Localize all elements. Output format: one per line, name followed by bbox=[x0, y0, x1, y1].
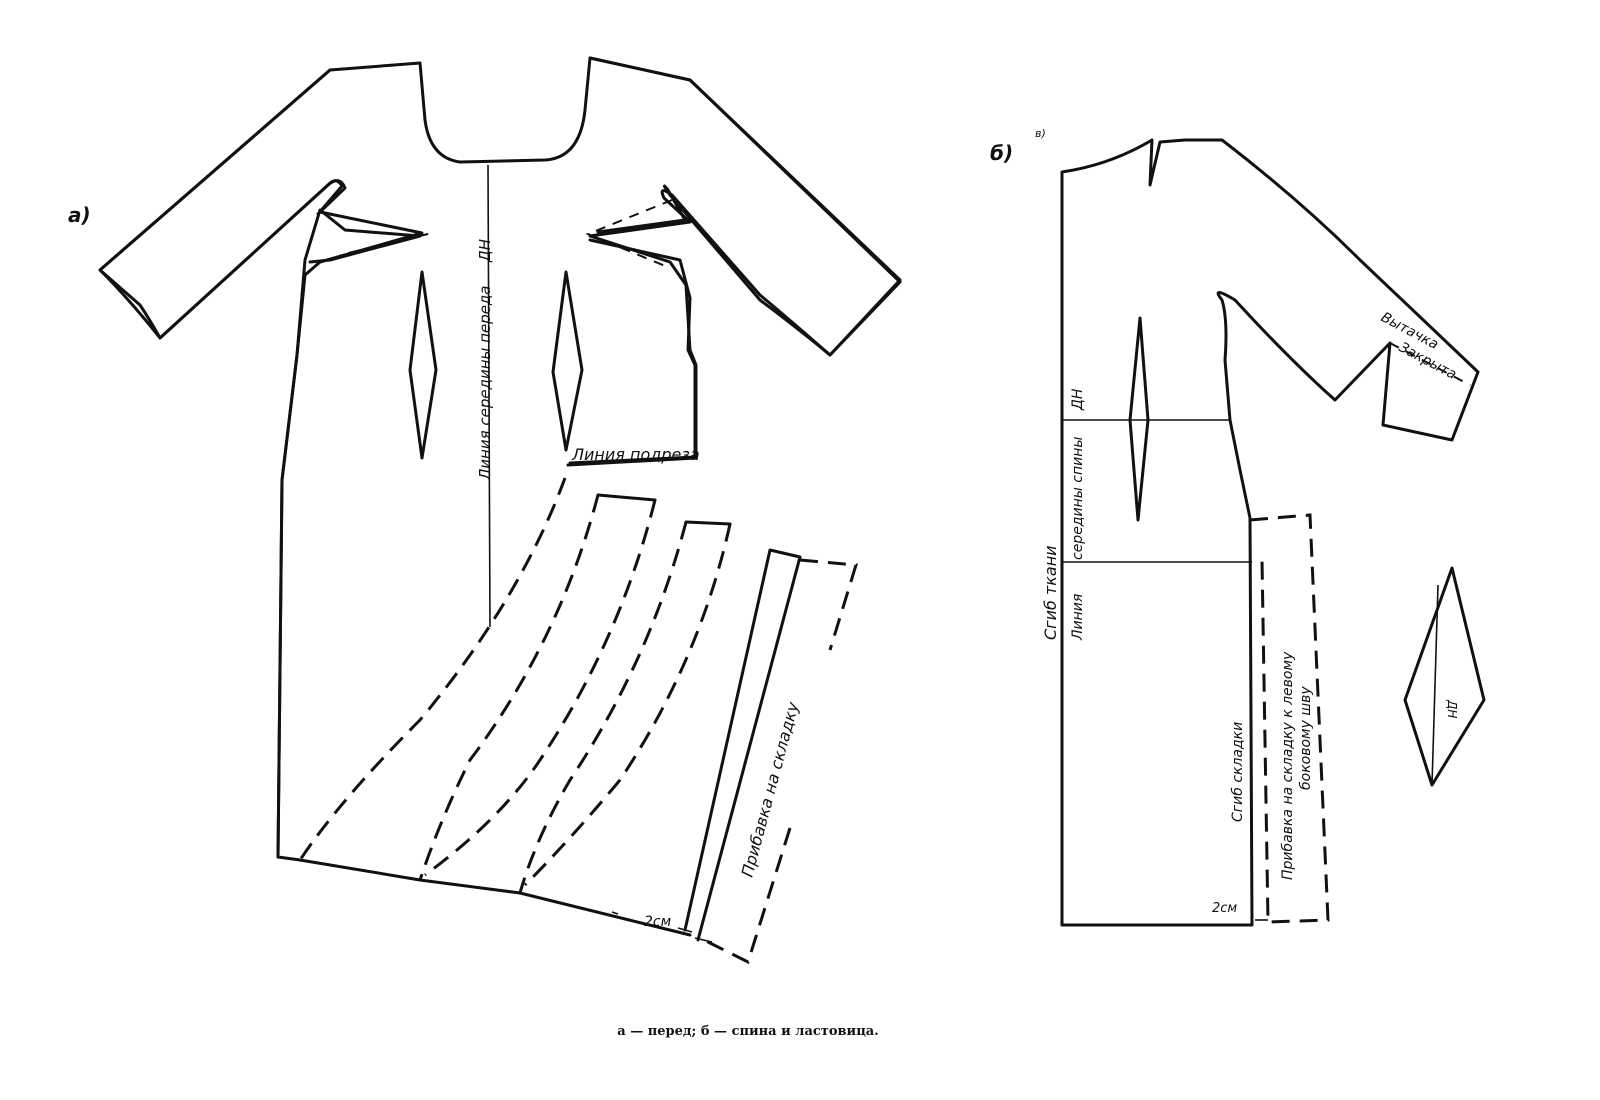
fabric-fold-label: Сгиб ткани bbox=[1041, 545, 1060, 640]
center-back-line-label-2: середины спины bbox=[1070, 437, 1086, 560]
back-measure-label: 2см bbox=[1212, 901, 1237, 916]
waist-dart-left bbox=[408, 270, 438, 460]
cut-line-label: Линия подреза bbox=[571, 445, 700, 464]
gusset-dn-mark: ДН bbox=[1445, 699, 1459, 718]
center-front-line-label: Линия середины переда bbox=[476, 286, 494, 482]
pleat-panel-3-top bbox=[684, 520, 732, 526]
shoulder-dart-dashed-left bbox=[321, 211, 429, 256]
front-dn-mark: ДН bbox=[476, 239, 494, 263]
front-right-sleeve bbox=[566, 56, 902, 467]
back-pattern-piece bbox=[1060, 138, 1480, 927]
pleat-panel-1 bbox=[298, 477, 567, 861]
back-outline bbox=[1060, 138, 1480, 927]
back-pleat-allowance-label-2: боковому шву bbox=[1298, 686, 1314, 790]
back-pleat-allowance bbox=[1249, 513, 1330, 924]
back-waist-dart bbox=[1128, 316, 1150, 522]
front-pattern-piece bbox=[98, 56, 902, 965]
front-pleat-allowance-label: Прибавка на складку bbox=[738, 699, 803, 879]
pleat-allowance-lines bbox=[683, 548, 802, 942]
small-mark: в) bbox=[1035, 127, 1046, 140]
tick-mark bbox=[611, 911, 619, 915]
pleat-panel-2 bbox=[418, 494, 657, 881]
waist-dart-right bbox=[551, 270, 584, 452]
figure-caption: а — перед; б — спина и ластовица. bbox=[617, 1024, 879, 1039]
front-measure-label: 2см bbox=[644, 914, 672, 930]
measure-tick bbox=[677, 927, 693, 933]
pleat-fold-label: Сгиб складки bbox=[1230, 722, 1246, 822]
front-hem bbox=[276, 855, 692, 937]
sleeve-dart-closed bbox=[1389, 342, 1471, 386]
center-back-line-label-1: Линия bbox=[1070, 594, 1086, 641]
gusset-piece bbox=[1403, 566, 1486, 787]
panel-a-label: а) bbox=[68, 203, 91, 227]
gusset-outline bbox=[1403, 566, 1486, 787]
front-left-sleeve bbox=[98, 68, 424, 859]
panel-b-label: б) bbox=[990, 141, 1013, 165]
shoulder-dart-dashed-right bbox=[585, 199, 673, 269]
back-dn-mark: ДН bbox=[1070, 388, 1086, 411]
pleat-panel-2-top bbox=[596, 493, 657, 502]
back-pleat-allowance-label-1: Прибавка на складку к левому bbox=[1280, 651, 1296, 880]
pleat-panel-3 bbox=[518, 521, 732, 894]
gusset-grain-line bbox=[1431, 584, 1439, 786]
measure-tick bbox=[694, 937, 713, 943]
center-front-line bbox=[487, 164, 491, 628]
pleat-allowance-outer bbox=[699, 558, 858, 965]
